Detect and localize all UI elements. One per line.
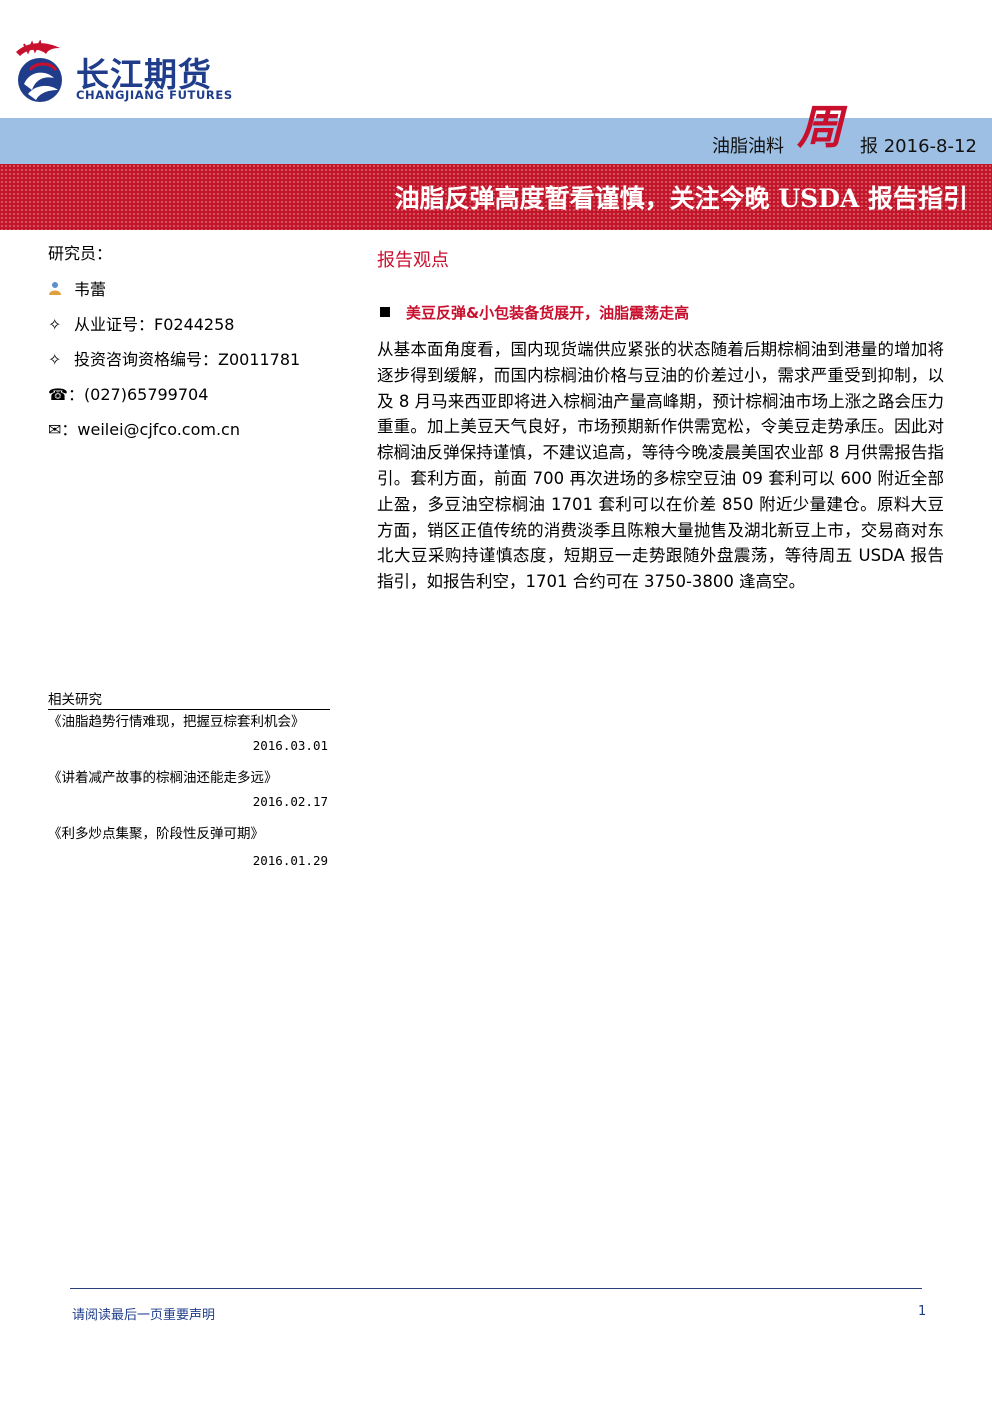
consult-row: ✧ 投资咨询资格编号：Z0011781 <box>48 346 300 370</box>
phone-row: ☎：(027)65799704 <box>48 381 208 405</box>
consult-number: 投资咨询资格编号：Z0011781 <box>74 350 301 369</box>
related-item-title[interactable]: 《利多炒点集聚，阶段性反弹可期》 <box>48 826 264 842</box>
license-row: ✧ 从业证号：F0244258 <box>48 311 234 335</box>
related-item-date: 2016.03.01 <box>252 738 328 753</box>
dragon-logo-icon <box>16 40 62 102</box>
report-category: 油脂油料 <box>712 136 784 157</box>
mail-icon: ✉ <box>48 420 62 439</box>
related-research: 相关研究 《油脂趋势行情难现，把握豆棕套利机会》 2016.03.01 《讲着减… <box>48 688 330 868</box>
brand-name-en: CHANGJIANG FUTURES <box>76 88 233 102</box>
bullet-heading: 美豆反弹&小包装备货展开，油脂震荡走高 <box>380 302 689 323</box>
square-bullet-icon <box>380 307 390 317</box>
related-item-date: 2016.01.29 <box>252 853 328 868</box>
related-item-title[interactable]: 《讲着减产故事的棕榈油还能走多远》 <box>48 770 278 786</box>
page-number: 1 <box>918 1304 927 1319</box>
email-address[interactable]: ：weilei@cjfco.com.cn <box>61 420 240 439</box>
related-item-date: 2016.02.17 <box>252 794 328 809</box>
researcher-name-row: 韦蕾 <box>48 276 106 300</box>
report-headline: 油脂反弹高度暂看谨慎，关注今晚 USDA 报告指引 <box>394 184 968 213</box>
report-period: 周 <box>797 100 843 154</box>
footer-disclaimer[interactable]: 请阅读最后一页重要声明 <box>72 1308 216 1323</box>
company-logo: 长江期货 CHANGJIANG FUTURES <box>10 40 250 106</box>
report-type-band: 油脂油料 周 报 2016-8-12 <box>0 104 992 164</box>
diamond-icon: ✧ <box>48 315 62 334</box>
related-research-label: 相关研究 <box>48 688 330 710</box>
brand-name-cn: 长江期货 <box>76 55 212 94</box>
email-row: ✉：weilei@cjfco.com.cn <box>48 416 240 440</box>
headline-band: 油脂反弹高度暂看谨慎，关注今晚 USDA 报告指引 <box>0 164 992 230</box>
section-title: 报告观点 <box>377 250 449 271</box>
phone-number: ：(027)65799704 <box>67 385 209 404</box>
diamond-icon: ✧ <box>48 350 62 369</box>
researcher-label: 研究员： <box>48 244 113 263</box>
person-icon <box>48 280 74 299</box>
report-paragraph: 从基本面角度看，国内现货端供应紧张的状态随着后期棕榈油到港量的增加将逐步得到缓解… <box>377 340 944 592</box>
related-item-title[interactable]: 《油脂趋势行情难现，把握豆棕套利机会》 <box>48 714 305 730</box>
researcher-name: 韦蕾 <box>74 280 107 299</box>
phone-icon: ☎ <box>48 385 68 404</box>
footer-divider <box>70 1288 922 1289</box>
report-date: 报 2016-8-12 <box>860 136 977 157</box>
license-number: 从业证号：F0244258 <box>74 315 235 334</box>
